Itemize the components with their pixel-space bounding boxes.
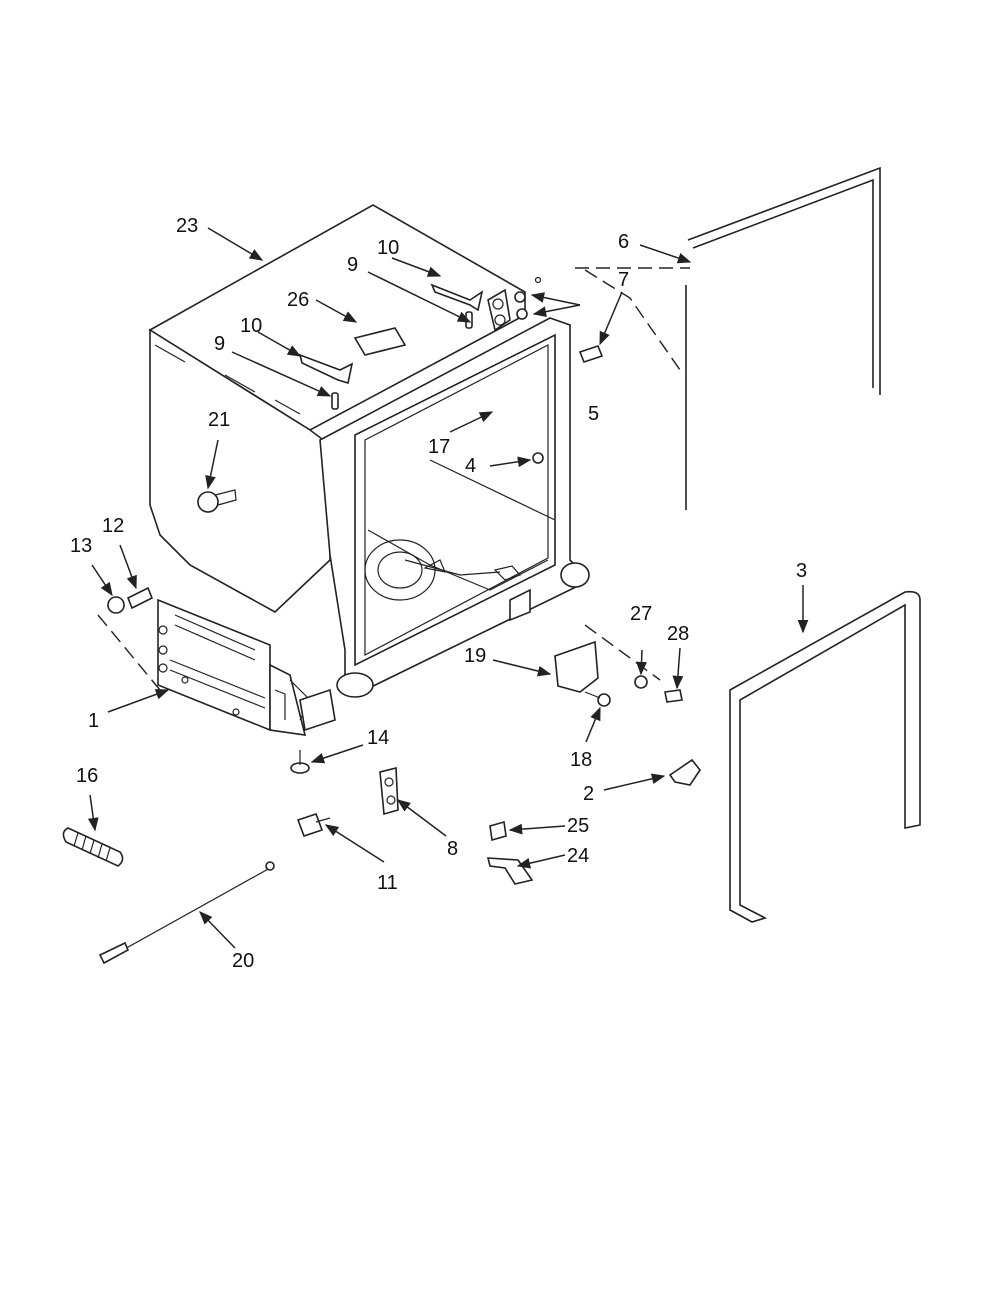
label-9-top: 9 [347, 254, 358, 276]
screw-18 [597, 693, 611, 707]
label-8: 8 [447, 838, 458, 860]
label-27: 27 [630, 603, 652, 625]
tub-left-panel [149, 328, 331, 613]
label-1: 1 [88, 710, 99, 732]
grommet-5a [514, 291, 526, 303]
label-26: 26 [287, 289, 309, 311]
hinge-10-top [430, 283, 484, 312]
grommet-5b [516, 308, 528, 320]
label-24: 24 [567, 845, 589, 867]
screw-9-left [331, 392, 339, 410]
screw-25 [489, 820, 507, 842]
bracket-19 [554, 640, 599, 693]
label-9-left: 9 [214, 333, 225, 355]
label-7: 7 [618, 269, 629, 291]
label-5: 5 [588, 403, 599, 425]
callout-labels: 23 10 9 26 10 9 21 6 7 5 17 4 3 27 28 19… [70, 215, 807, 972]
cable-20 [104, 867, 271, 961]
leader-arrows [87, 227, 809, 949]
label-3: 3 [796, 560, 807, 582]
bracket-24 [486, 857, 534, 885]
bolt-11 [296, 812, 324, 838]
label-6: 6 [618, 231, 629, 253]
label-21: 21 [208, 409, 230, 431]
label-17: 17 [428, 436, 450, 458]
nut-13 [107, 596, 125, 614]
label-10-top: 10 [377, 237, 399, 259]
label-11: 11 [377, 872, 398, 894]
label-20: 20 [232, 950, 254, 972]
clip-2 [668, 758, 701, 786]
screw-7 [578, 345, 604, 363]
screw-28 [664, 689, 683, 703]
clamp-8 [379, 766, 399, 816]
tub-gasket-3 [729, 590, 921, 923]
plug-21 [197, 491, 219, 513]
base-side-panel [157, 598, 271, 732]
label-23: 23 [176, 215, 198, 237]
screw-12 [126, 586, 154, 610]
label-25: 25 [567, 815, 589, 837]
label-19: 19 [464, 645, 486, 667]
label-2: 2 [583, 783, 594, 805]
label-13: 13 [70, 535, 92, 557]
label-18: 18 [570, 749, 592, 771]
hinge-10-left [298, 353, 354, 385]
spring-16 [62, 827, 124, 867]
label-10-left: 10 [240, 315, 262, 337]
label-28: 28 [667, 623, 689, 645]
label-4: 4 [465, 455, 476, 477]
label-14: 14 [367, 727, 389, 749]
small-parts [62, 276, 701, 965]
fitting-4 [532, 452, 544, 464]
label-12: 12 [102, 515, 124, 537]
label-16: 16 [76, 765, 98, 787]
door-gasket-6 [575, 166, 881, 510]
base-frame [157, 588, 531, 736]
plate-26 [353, 327, 407, 356]
washer-27 [634, 675, 648, 689]
